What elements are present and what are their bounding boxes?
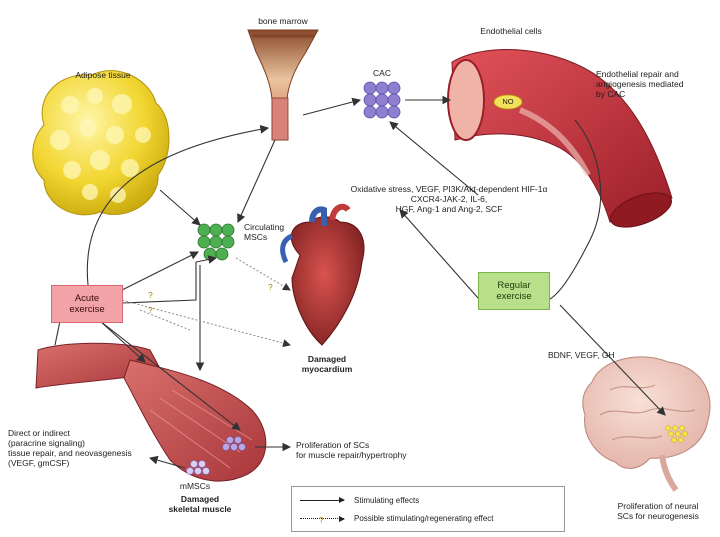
legend-possible-label: Possible stimulating/regenerating effect	[354, 514, 494, 523]
label-factors-line1: Oxidative stress, VEGF, PI3K/Akt-depende…	[318, 184, 580, 194]
regular-exercise-line2: exercise	[496, 291, 531, 302]
label-factors: Oxidative stress, VEGF, PI3K/Akt-depende…	[318, 184, 580, 214]
acute-exercise-line2: exercise	[69, 304, 104, 315]
legend-stimulating-label: Stimulating effects	[354, 496, 419, 505]
label-endothelial-repair-line3: by CAC	[596, 89, 683, 99]
label-proliferation-neural-line2: SCs for neurogenesis	[600, 511, 716, 521]
label-direct-indirect-line3: tissue repair, and neovasgenesis	[8, 448, 132, 458]
legend: Stimulating effects ? Possible stimulati…	[291, 486, 565, 532]
question-mark-3: ?	[268, 282, 273, 292]
label-endothelial-repair-line1: Endothelial repair and	[596, 69, 683, 79]
label-direct-indirect-line1: Direct or indirect	[8, 428, 132, 438]
label-adipose-tissue: Adipose tissue	[58, 70, 148, 80]
label-mmscs: mMSCs	[170, 481, 220, 491]
label-endothelial-cells: Endothelial cells	[466, 26, 556, 36]
label-bdnf: BDNF, VEGF, GH	[548, 350, 615, 360]
brain-illustration	[583, 357, 710, 490]
label-no: NO	[496, 97, 520, 107]
label-damaged-skeletal-muscle: Damaged skeletal muscle	[160, 494, 240, 514]
label-damaged-skeletal-line2: skeletal muscle	[160, 504, 240, 514]
label-proliferation-scs-line2: for muscle repair/hypertrophy	[296, 450, 407, 460]
label-proliferation-neural: Proliferation of neural SCs for neurogen…	[600, 501, 716, 521]
legend-row-stimulating: Stimulating effects	[300, 494, 419, 506]
regular-exercise-line1: Regular	[496, 280, 531, 291]
label-circulating-mscs-line1: Circulating	[244, 222, 284, 232]
label-factors-line3: HGF, Ang-1 and Ang-2, SCF	[318, 204, 580, 214]
question-mark-2: ?	[148, 305, 153, 315]
label-proliferation-scs: Proliferation of SCs for muscle repair/h…	[296, 440, 407, 460]
regular-exercise-box: Regular exercise	[478, 272, 550, 310]
heart-illustration	[283, 207, 364, 345]
acute-exercise-line1: Acute	[69, 293, 104, 304]
label-circulating-mscs-line2: MSCs	[244, 232, 284, 242]
legend-row-possible: ? Possible stimulating/regenerating effe…	[300, 512, 494, 524]
legend-question-mark: ?	[319, 516, 323, 525]
cac-cell-cluster	[364, 82, 400, 118]
label-factors-line2: CXCR4-JAK-2, IL-6,	[318, 194, 580, 204]
legend-solid-arrow	[300, 500, 344, 501]
label-direct-indirect-line4: (VEGF, gmCSF)	[8, 458, 132, 468]
msc-cell-cluster	[198, 224, 234, 260]
legend-dotted-arrow: ?	[300, 518, 344, 519]
bone-marrow-illustration	[248, 30, 318, 140]
adipose-tissue-illustration	[33, 71, 169, 215]
label-direct-indirect-line2: (paracrine signaling)	[8, 438, 132, 448]
label-bone-marrow: bone marrow	[248, 16, 318, 26]
label-endothelial-repair: Endothelial repair and angiogenesis medi…	[596, 69, 683, 99]
label-damaged-skeletal-line1: Damaged	[160, 494, 240, 504]
label-damaged-myocardium-line2: myocardium	[292, 364, 362, 374]
label-cac: CAC	[362, 68, 402, 78]
label-direct-indirect: Direct or indirect (paracrine signaling)…	[8, 428, 132, 468]
label-endothelial-repair-line2: angiogenesis mediated	[596, 79, 683, 89]
label-damaged-myocardium: Damaged myocardium	[292, 354, 362, 374]
label-proliferation-scs-line1: Proliferation of SCs	[296, 440, 407, 450]
label-circulating-mscs: Circulating MSCs	[244, 222, 284, 242]
acute-exercise-box: Acute exercise	[51, 285, 123, 323]
label-damaged-myocardium-line1: Damaged	[292, 354, 362, 364]
label-proliferation-neural-line1: Proliferation of neural	[600, 501, 716, 511]
question-mark-1: ?	[148, 290, 153, 300]
